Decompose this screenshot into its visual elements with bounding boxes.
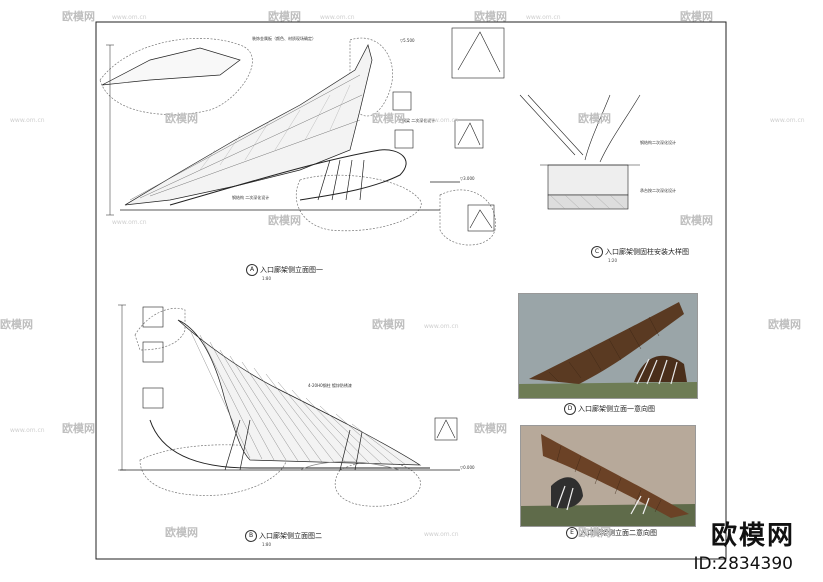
watermark-url-1: www.om.cn <box>112 14 147 21</box>
watermark-8: 欧模网 <box>268 214 301 227</box>
note-2: 钢结构 二次深化设计 <box>232 195 270 200</box>
title-e: 入口廊架侧立面二意向图 <box>580 529 657 537</box>
title-c: 入口廊架侧固柱安装大样图 <box>605 248 689 256</box>
note-5: 钢结构二次深化设计 <box>640 140 676 145</box>
detail-boxes-b <box>142 306 458 441</box>
watermark-url-9: www.om.cn <box>10 427 45 434</box>
watermark-2: 欧模网 <box>268 10 301 23</box>
watermark-10: 欧模网 <box>0 318 33 331</box>
watermark-9: 欧模网 <box>680 214 713 227</box>
watermark-6: 欧模网 <box>372 112 405 125</box>
note-3: 4-20H0钢柱 镀锌防锈漆 <box>308 383 352 388</box>
note-6: 承台按二次深化设计 <box>640 188 676 193</box>
watermark-url-10: www.om.cn <box>424 531 459 538</box>
watermark-url-7: www.om.cn <box>112 219 147 226</box>
watermark-url-5: www.om.cn <box>424 117 459 124</box>
rendering-e <box>520 425 696 527</box>
watermark-3: 欧模网 <box>474 10 507 23</box>
detail-boxes-a <box>392 27 505 232</box>
title-d: 入口廊架侧立面一意向图 <box>578 405 655 413</box>
watermark-url-6: www.om.cn <box>770 117 805 124</box>
watermark-url-8: www.om.cn <box>424 323 459 330</box>
tag-c: C <box>591 246 603 258</box>
title-a: 入口廊架侧立面图一 <box>260 266 323 274</box>
rendering-d <box>518 293 698 399</box>
tag-b: B <box>245 530 257 542</box>
elevation-mark-1: ▽5.500 <box>400 38 415 43</box>
watermark-5: 欧模网 <box>165 112 198 125</box>
detail-c <box>519 94 641 210</box>
tag-a: A <box>246 264 258 276</box>
watermark-16: 欧模网 <box>578 526 611 539</box>
brand-id: ID:2834390 <box>693 554 793 574</box>
elevation-a <box>99 37 496 246</box>
watermark-14: 欧模网 <box>474 422 507 435</box>
scale-a: 1:80 <box>262 276 271 281</box>
title-b: 入口廊架侧立面图二 <box>259 532 322 540</box>
watermark-1: 欧模网 <box>62 10 95 23</box>
watermark-url-2: www.om.cn <box>320 14 355 21</box>
watermark-15: 欧模网 <box>165 526 198 539</box>
scale-c: 1:20 <box>608 258 617 263</box>
brand-logo: 欧模网 <box>710 521 795 551</box>
elevation-b <box>120 307 460 507</box>
watermark-13: 欧模网 <box>62 422 95 435</box>
elevation-mark-2: ▽3.000 <box>460 176 475 181</box>
watermark-7: 欧模网 <box>578 112 611 125</box>
dimension-lines <box>106 44 126 471</box>
tag-e: E <box>566 527 578 539</box>
note-1: 装饰金属板（颜色、材质现场确定） <box>252 36 316 41</box>
watermark-12: 欧模网 <box>768 318 801 331</box>
scale-b: 1:80 <box>262 542 271 547</box>
watermark-4: 欧模网 <box>680 10 713 23</box>
watermark-url-4: www.om.cn <box>10 117 45 124</box>
note-4: 主钢梁 二次深化设计 <box>398 118 436 123</box>
watermark-11: 欧模网 <box>372 318 405 331</box>
watermark-url-3: www.om.cn <box>526 14 561 21</box>
sheet-border <box>95 21 727 560</box>
tag-d: D <box>564 403 576 415</box>
elevation-mark-3: ▽0.000 <box>460 465 475 470</box>
